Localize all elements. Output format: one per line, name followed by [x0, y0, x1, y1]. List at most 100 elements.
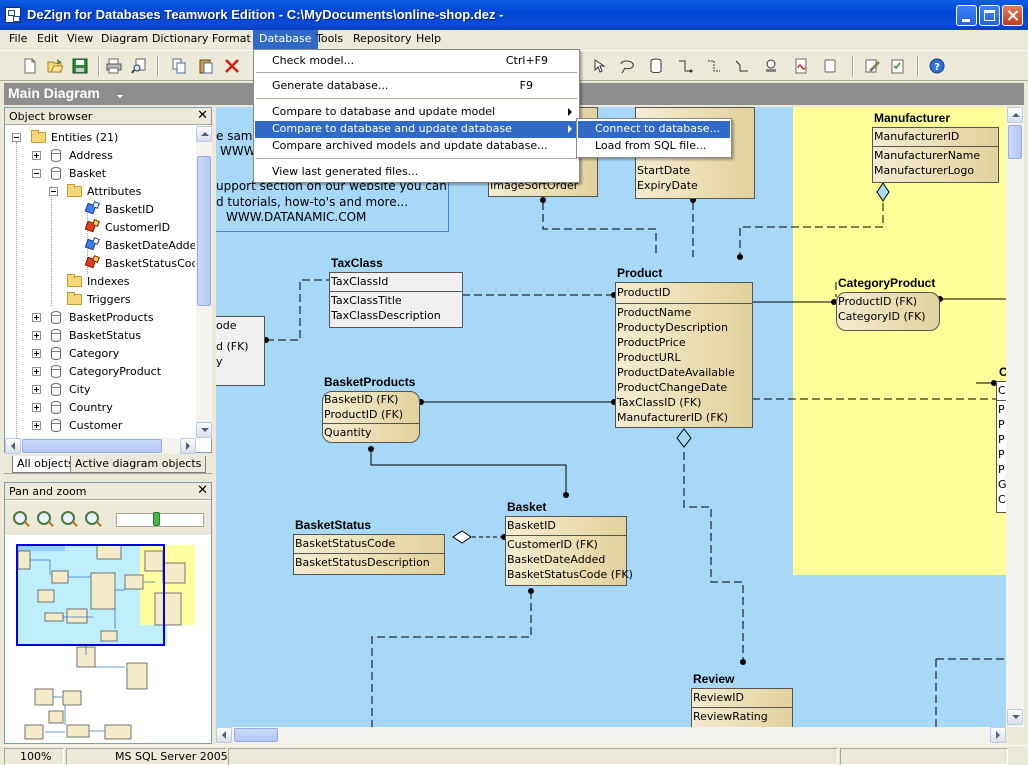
tool-pointer[interactable]: [590, 56, 610, 76]
expand-icon[interactable]: [32, 313, 41, 322]
tool-relationship[interactable]: [675, 56, 695, 76]
minimize-button[interactable]: [956, 5, 977, 26]
entity-taxclass[interactable]: TaxClass TaxClassId TaxClassTitle TaxCla…: [329, 256, 463, 328]
zoom-in-icon[interactable]: [13, 511, 27, 525]
menu-item-compare-archived[interactable]: Compare archived models and update datab…: [272, 139, 548, 152]
copy-button[interactable]: [169, 56, 189, 76]
tool-relationship-3[interactable]: [732, 56, 752, 76]
tool-relationship-2[interactable]: [704, 56, 724, 76]
expand-icon[interactable]: [32, 331, 41, 340]
tree-item-customer[interactable]: Customer: [9, 416, 189, 434]
tree-vertical-scrollbar[interactable]: [196, 126, 212, 438]
object-browser-close-icon[interactable]: ✕: [197, 108, 208, 123]
tree-item-country[interactable]: Country: [9, 398, 189, 416]
zoom-reset-icon[interactable]: [85, 511, 99, 525]
tree-scroll-thumb[interactable]: [197, 156, 211, 306]
tree-item-entities[interactable]: Entities (21): [9, 128, 189, 146]
entity-basketstatus[interactable]: BasketStatus BasketStatusCode BasketStat…: [293, 518, 445, 575]
print-preview-button[interactable]: [129, 56, 149, 76]
zoom-fit-icon[interactable]: [61, 511, 75, 525]
tree-horizontal-scrollbar[interactable]: [5, 438, 196, 454]
scroll-right-button[interactable]: [180, 438, 196, 454]
pan-zoom-close-icon[interactable]: ✕: [197, 483, 208, 498]
menu-edit[interactable]: Edit: [37, 32, 59, 45]
canvas-hscroll-thumb[interactable]: [234, 728, 278, 742]
menu-help[interactable]: Help: [416, 32, 442, 45]
diagram-canvas[interactable]: e sampl WWW upport section on our websit…: [216, 107, 1006, 727]
tree-item-basketstatuscode[interactable]: BasketStatusCode: [9, 254, 195, 272]
tree-item-indexes[interactable]: Indexes: [9, 272, 189, 290]
pan-overview[interactable]: [5, 535, 211, 743]
menu-database[interactable]: Database: [253, 30, 318, 49]
tree-item-basket[interactable]: Basket: [9, 164, 189, 182]
overview-viewport[interactable]: [16, 544, 165, 646]
menu-format[interactable]: Format: [212, 32, 251, 45]
menu-view[interactable]: View: [67, 32, 94, 45]
expand-icon[interactable]: [32, 385, 41, 394]
menu-dictionary[interactable]: Dictionary: [152, 32, 209, 45]
tab-all-objects[interactable]: All objects: [12, 456, 79, 473]
collapse-icon[interactable]: [32, 169, 41, 178]
tree-item-basketstatus[interactable]: BasketStatus: [9, 326, 189, 344]
paste-button[interactable]: [196, 56, 216, 76]
menu-item-generate-database[interactable]: Generate database... F9: [272, 79, 533, 92]
tool-note[interactable]: [820, 56, 840, 76]
expand-icon[interactable]: [32, 367, 41, 376]
new-button[interactable]: [20, 56, 40, 76]
tree-item-category[interactable]: Category: [9, 344, 189, 362]
collapse-icon[interactable]: [12, 133, 21, 142]
menu-tools[interactable]: Tools: [316, 32, 344, 45]
app-icon[interactable]: [5, 7, 21, 23]
entity-categoryproduct[interactable]: CategoryProduct ProductID (FK) CategoryI…: [836, 276, 940, 331]
tool-lasso[interactable]: [617, 56, 637, 76]
tree-item-basketid[interactable]: BasketID: [9, 200, 195, 218]
menu-repository[interactable]: Repository: [353, 32, 412, 45]
print-button[interactable]: [104, 56, 124, 76]
open-button[interactable]: [45, 56, 65, 76]
tree-item-customerid[interactable]: CustomerID: [9, 218, 195, 236]
diagram-title[interactable]: Main Diagram: [8, 85, 100, 101]
edit-properties-button[interactable]: [862, 56, 882, 76]
checklist-button[interactable]: [888, 56, 908, 76]
tree-item-basketdateadded[interactable]: BasketDateAdded: [9, 236, 195, 254]
save-button[interactable]: [70, 56, 90, 76]
scroll-up-button[interactable]: [196, 126, 212, 142]
expand-icon[interactable]: [32, 403, 41, 412]
tree-item-triggers[interactable]: Triggers: [9, 290, 189, 308]
canvas-vertical-scrollbar[interactable]: [1006, 107, 1024, 727]
collapse-icon[interactable]: [49, 187, 58, 196]
zoom-slider-knob[interactable]: [153, 512, 160, 526]
menu-item-compare-update-database[interactable]: Compare to database and update database: [255, 121, 578, 138]
menu-item-load-from-sql-file[interactable]: Load from SQL file...: [595, 139, 707, 152]
menu-diagram[interactable]: Diagram: [101, 32, 149, 45]
canvas-scroll-down-button[interactable]: [1007, 709, 1023, 725]
expand-icon[interactable]: [32, 151, 41, 160]
entity-review[interactable]: Review ReviewID ReviewRating: [691, 672, 793, 727]
help-button[interactable]: ?: [927, 56, 947, 76]
zoom-slider[interactable]: [116, 512, 204, 527]
menu-file[interactable]: File: [9, 32, 28, 45]
canvas-scroll-left-button[interactable]: [216, 727, 232, 743]
entity-basketproducts[interactable]: BasketProducts BasketID (FK) ProductID (…: [322, 375, 420, 443]
tree-item-basketproducts[interactable]: BasketProducts: [9, 308, 189, 326]
maximize-button[interactable]: [979, 5, 1000, 26]
entity-basket[interactable]: Basket BasketID CustomerID (FK) BasketDa…: [505, 500, 633, 586]
tree-item-address[interactable]: Address: [9, 146, 189, 164]
canvas-scroll-up-button[interactable]: [1007, 107, 1023, 123]
expand-icon[interactable]: [32, 421, 41, 430]
scroll-down-button[interactable]: [196, 422, 212, 438]
scroll-left-button[interactable]: [5, 438, 21, 454]
entity-partial-left[interactable]: ode d (FK) y: [216, 316, 265, 386]
canvas-horizontal-scrollbar[interactable]: [216, 727, 1006, 744]
tree-item-attributes[interactable]: Attributes: [9, 182, 189, 200]
tab-active-diagram-objects[interactable]: Active diagram objects: [70, 456, 207, 473]
menu-item-connect-to-database[interactable]: Connect to database...: [578, 121, 730, 138]
menu-item-view-generated-files[interactable]: View last generated files...: [272, 165, 419, 178]
tool-pdf[interactable]: [791, 56, 811, 76]
tree-item-categoryproduct[interactable]: CategoryProduct: [9, 362, 189, 380]
delete-button[interactable]: [222, 56, 242, 76]
tree-item-city[interactable]: City: [9, 380, 189, 398]
expand-icon[interactable]: [32, 349, 41, 358]
tool-entity[interactable]: [646, 56, 666, 76]
tool-stamp[interactable]: [761, 56, 781, 76]
